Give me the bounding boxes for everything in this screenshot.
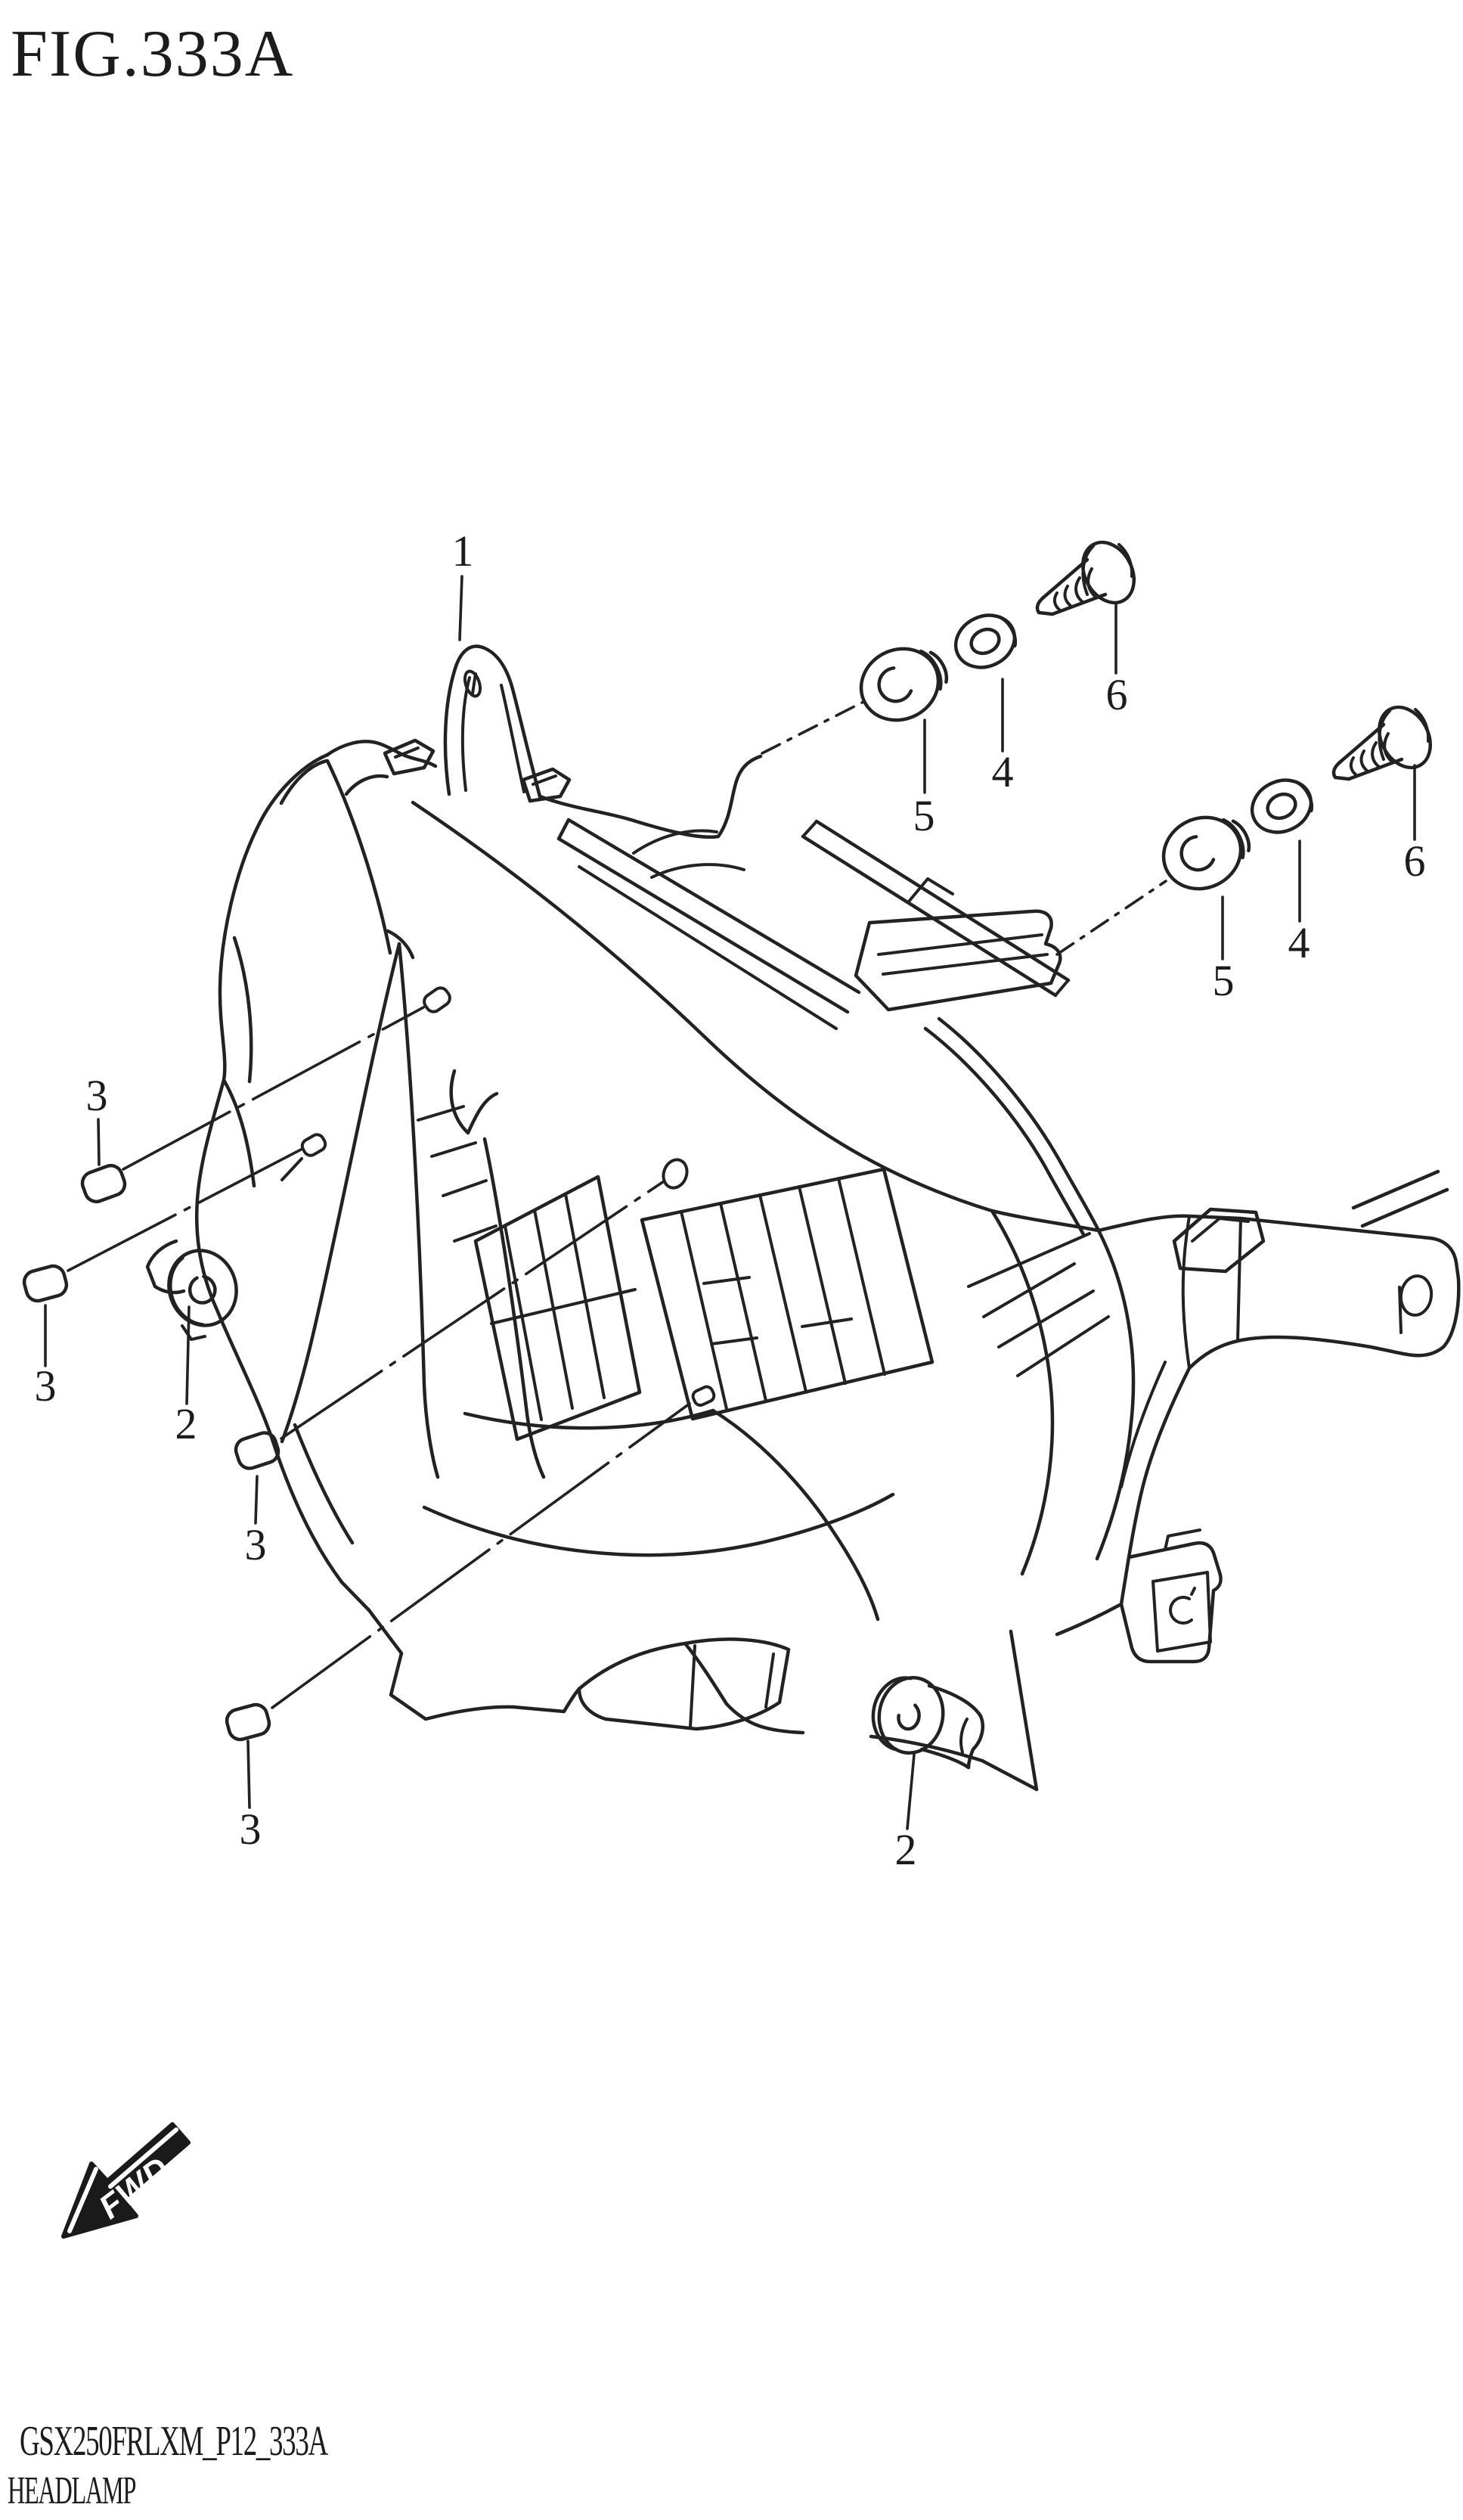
- right-mounting-arm: [1096, 1214, 1461, 1370]
- rivet-left: [145, 1239, 238, 1341]
- callout-4-lower-label: 4: [1288, 918, 1310, 967]
- tapping-screw-lower: [1331, 705, 1432, 781]
- tapping-screw-upper: [1035, 540, 1136, 616]
- top-rail: [556, 818, 1101, 1238]
- headlamp-housing-drawing: [194, 644, 1461, 1792]
- washer-lower: [1250, 778, 1314, 834]
- rivet-bottom: [871, 1675, 984, 1770]
- callout-2-bottom-label: 2: [895, 1825, 917, 1874]
- clip-tab-left: [383, 738, 435, 776]
- fwd-arrow-body: [61, 2122, 191, 2239]
- left-vent-ribs: [473, 1175, 642, 1442]
- clip-tab-right: [521, 767, 572, 803]
- callout-3-lower-left-label: 3: [245, 1520, 267, 1569]
- fwd-arrow: FWD: [61, 2122, 191, 2239]
- cushion-seat-pad-2: [281, 1133, 327, 1181]
- grommet-lower: [1161, 815, 1251, 891]
- callout-4-upper-label: 4: [992, 747, 1014, 796]
- cushion-top-left: [80, 1163, 127, 1204]
- lower-right-bracket: [1119, 1528, 1223, 1664]
- callout-6-upper-label: 6: [1106, 670, 1128, 719]
- cushion-bottom-left: [225, 1702, 271, 1742]
- cushion-seat-pad-1: [423, 986, 451, 1013]
- callout-1-label: 1: [452, 526, 474, 576]
- callout-3-mid-left-label: 3: [35, 1361, 57, 1411]
- drawing-code: GSX250FRLXM_P12_333A: [20, 2419, 328, 2465]
- callout-3-bottom-left-label: 3: [240, 1805, 262, 1854]
- callout-3-top-left-label: 3: [86, 1071, 108, 1120]
- right-vent-ribs: [640, 1167, 935, 1421]
- cushion-mid-left: [22, 1264, 69, 1303]
- cushion-seat-pad-3: [662, 1158, 689, 1190]
- leader-lines: [44, 575, 1416, 1830]
- fwd-arrow-bevel: [67, 2127, 178, 2233]
- part-group-name: HEADLAMP: [8, 2469, 136, 2512]
- cushion-seat-pad-4: [691, 1385, 716, 1407]
- cushion-lower-left: [234, 1431, 281, 1470]
- callout-2-left-label: 2: [175, 1399, 197, 1448]
- arm-bolt-hole: [1399, 1274, 1434, 1317]
- callout-labels: 1 5 4 6 5 4 6 3 3 2 3 3 2: [35, 526, 1426, 1874]
- mounting-bracket-part1: [443, 644, 542, 799]
- callout-6-lower-label: 6: [1404, 836, 1426, 886]
- callout-5-upper-label: 5: [913, 791, 935, 840]
- washer-upper: [953, 613, 1018, 669]
- callout-5-lower-label: 5: [1213, 956, 1235, 1005]
- figure-title: FIG.333A: [11, 17, 294, 91]
- grommet-upper: [859, 647, 949, 722]
